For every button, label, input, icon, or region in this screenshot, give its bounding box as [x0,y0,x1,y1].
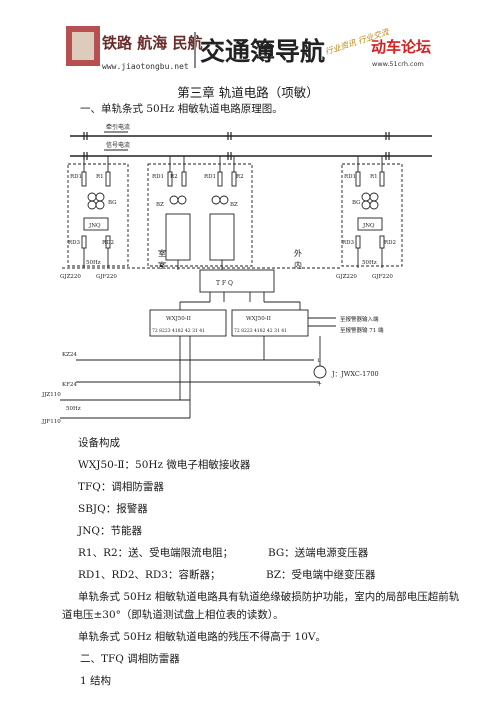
equipment-r-right: BG：送端电源变压器 [268,547,369,559]
svg-text:RD1: RD1 [204,174,216,180]
equipment-item-1: TFQ：调相防雷器 [78,481,164,493]
to-alarm-71: 至报警器输 71 端 [340,326,384,334]
middle-box [147,163,253,267]
svg-text:+: + [317,381,322,388]
svg-text:RD2: RD2 [102,240,114,246]
svg-text:50Hz: 50Hz [86,260,101,266]
svg-text:室: 室 [158,260,166,270]
equipment-title: 设备构成 [78,437,120,449]
svg-text:BG: BG [352,200,361,206]
equipment-r-left: R1、R2：送、受电端限流电阻； [78,547,234,559]
svg-text:KF24: KF24 [62,382,77,388]
svg-text:JNQ: JNQ [362,223,375,229]
equipment-rd-right: BZ：受电端中继变压器 [266,569,376,581]
svg-text:JJZ110: JJZ110 [41,392,61,398]
section1-title: 一、单轨条式 50Hz 相敏轨道电路原理图。 [80,103,283,115]
right-box [341,163,403,267]
paragraph-1-line-2: 道电压±30°（即轨道测试盘上相位表的读数）。 [62,609,284,621]
svg-text:BZ: BZ [230,202,238,208]
left-box [67,163,129,267]
traction-current-label: 牵引电流 [106,123,130,131]
right-logo-text: 动车论坛 [371,38,431,56]
insulation-joints [83,132,390,160]
svg-text:GJZ220: GJZ220 [60,274,81,280]
svg-text:内: 内 [294,260,302,270]
banner-title: 交通簿导航 [200,37,325,66]
svg-text:BG: BG [108,200,117,206]
svg-text:R2: R2 [236,174,244,180]
section2-title: 二、TFQ 调相防雷器 [80,653,180,665]
svg-text:RD3: RD3 [68,240,81,246]
left-logo-text: 铁路 航海 民航 [102,34,202,52]
equipment-item-0: WXJ50-Ⅱ：50Hz 微电子相敏接收器 [78,459,251,471]
svg-text:RD2: RD2 [384,240,396,246]
wxj-left [149,309,227,337]
section3-title: 1 结构 [80,675,112,687]
circuit-diagram: 牵引电流 信号电流 RD1 R1 BG JNQ RD3 RD2 50Hz GJZ… [41,123,432,425]
svg-text:KZ24: KZ24 [62,352,77,358]
paragraph-2: 单轨条式 50Hz 相敏轨道电路的残压不得高于 10V。 [78,631,327,643]
tfq-box [199,269,275,293]
svg-text:RD1: RD1 [70,174,82,180]
chapter-title: 第三章 轨道电路（项敏） [177,85,319,100]
tfq-label: T F Q [216,280,233,287]
svg-text:WXJ50-II: WXJ50-II [246,316,271,322]
relay-label: J：JWXC-1700 [331,370,379,378]
relay-j [313,365,327,379]
header-banner: 铁路 航海 民航 www.jiaotongbu.net 交通簿导航 行业资讯 行… [66,22,440,78]
svg-text:BZ: BZ [156,202,164,208]
svg-text:72 8223 4182 42 31 41: 72 8223 4182 42 31 41 [152,328,205,334]
svg-text:JNQ: JNQ [88,223,101,229]
svg-text:50Hz: 50Hz [66,406,81,412]
wxj-right [231,309,309,337]
svg-text:1: 1 [317,358,320,364]
left-logo: 铁路 航海 民航 www.jiaotongbu.net [66,26,202,71]
svg-text:RD1: RD1 [152,174,164,180]
svg-text:JJF110: JJF110 [41,419,61,425]
svg-text:72 8223 4182 42 31 41: 72 8223 4182 42 31 41 [234,328,287,334]
svg-text:GJZ220: GJZ220 [336,274,357,280]
svg-text:室: 室 [158,248,166,258]
svg-text:50Hz: 50Hz [362,260,377,266]
svg-text:外: 外 [294,248,302,258]
equipment-rd-left: RD1、RD2、RD3：容断器； [78,569,221,581]
svg-text:GJF220: GJF220 [372,274,393,280]
svg-text:R1: R1 [370,174,378,180]
paragraph-1-line-1: 单轨条式 50Hz 相敏轨道电路具有轨道绝缘破损防护功能，室内的局部电压超前轨 [78,591,460,603]
svg-text:GJF220: GJF220 [96,274,117,280]
svg-text:WXJ50-II: WXJ50-II [166,316,191,322]
right-logo-url: www.51crh.com [372,60,424,68]
svg-text:R1: R1 [96,174,104,180]
right-logo: 动车论坛 www.51crh.com [371,38,431,68]
svg-text:R2: R2 [170,174,178,180]
to-alarm-input: 至报警器输入端 [340,315,379,323]
equipment-item-3: JNQ：节能器 [78,525,143,537]
left-logo-url: www.jiaotongbu.net [102,62,189,71]
svg-text:RD1: RD1 [344,174,356,180]
svg-text:RD3: RD3 [342,240,355,246]
signal-current-label: 信号电流 [106,141,130,149]
equipment-item-2: SBJQ：报警器 [78,503,148,515]
